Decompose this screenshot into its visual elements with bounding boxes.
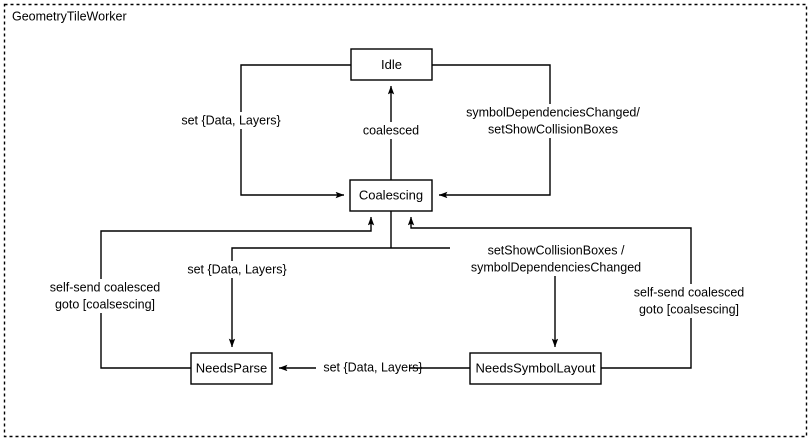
label-bg-frame-title bbox=[10, 8, 140, 24]
edge-label-needssymbollayout-to-coalescing-line1: self-send coalesced bbox=[634, 285, 745, 299]
label-bg-needssymbollayout-to-needsparse bbox=[316, 360, 410, 377]
edge-idle-to-coalescing-left bbox=[240, 64, 351, 199]
edge-label-idle-to-coalescing-right-line1: symbolDependenciesChanged/ bbox=[466, 105, 640, 119]
state-box-needssymbollayout[interactable] bbox=[469, 352, 602, 385]
edge-label-coalescing-to-needsparse: set {Data, Layers} bbox=[187, 262, 286, 276]
state-box-coalescing[interactable] bbox=[349, 179, 433, 212]
edge-label-idle-to-coalescing-left: set {Data, Layers} bbox=[181, 113, 280, 127]
edge-label-coalescing-to-needssymbollayout-line2: symbolDependenciesChanged bbox=[471, 260, 641, 274]
edge-label-needssymbollayout-to-coalescing-line2: goto [coalsescing] bbox=[639, 302, 739, 316]
edge-coalescing-to-needsparse bbox=[228, 247, 391, 348]
state-label-coalescing: Coalescing bbox=[359, 187, 423, 202]
label-bg-idle-to-coalescing-left bbox=[186, 112, 276, 129]
label-bg-coalescing-to-idle bbox=[357, 122, 425, 139]
edge-label-idle-to-coalescing-right-line2: setShowCollisionBoxes bbox=[488, 122, 618, 136]
edge-label-coalescing-to-needssymbollayout-line1: setShowCollisionBoxes / bbox=[488, 243, 625, 257]
edge-needsparse-to-coalescing bbox=[100, 216, 375, 369]
label-bg-coalescing-to-needssymbollayout bbox=[450, 242, 662, 276]
label-bg-needsparse-to-coalescing bbox=[38, 279, 172, 313]
edge-needssymbollayout-to-coalescing bbox=[407, 216, 692, 369]
frame-title: GeometryTileWorker bbox=[12, 9, 127, 23]
edge-label-needsparse-to-coalescing-line2: goto [coalsescing] bbox=[55, 297, 155, 311]
edge-label-needssymbollayout-to-needsparse: set {Data, Layers} bbox=[323, 360, 422, 374]
label-bg-coalescing-to-needsparse bbox=[191, 261, 283, 278]
edge-label-coalescing-to-idle: coalesced bbox=[363, 123, 419, 137]
label-bg-idle-to-coalescing-right bbox=[449, 104, 657, 138]
state-label-needssymbollayout: NeedsSymbolLayout bbox=[476, 360, 596, 375]
edge-label-needsparse-to-coalescing-line1: self-send coalesced bbox=[50, 280, 161, 294]
state-box-needsparse[interactable] bbox=[190, 352, 273, 385]
state-box-idle[interactable] bbox=[350, 48, 433, 81]
state-label-idle: Idle bbox=[381, 57, 402, 72]
label-bg-needssymbollayout-to-coalescing bbox=[622, 284, 756, 318]
state-label-needsparse: NeedsParse bbox=[196, 360, 268, 375]
